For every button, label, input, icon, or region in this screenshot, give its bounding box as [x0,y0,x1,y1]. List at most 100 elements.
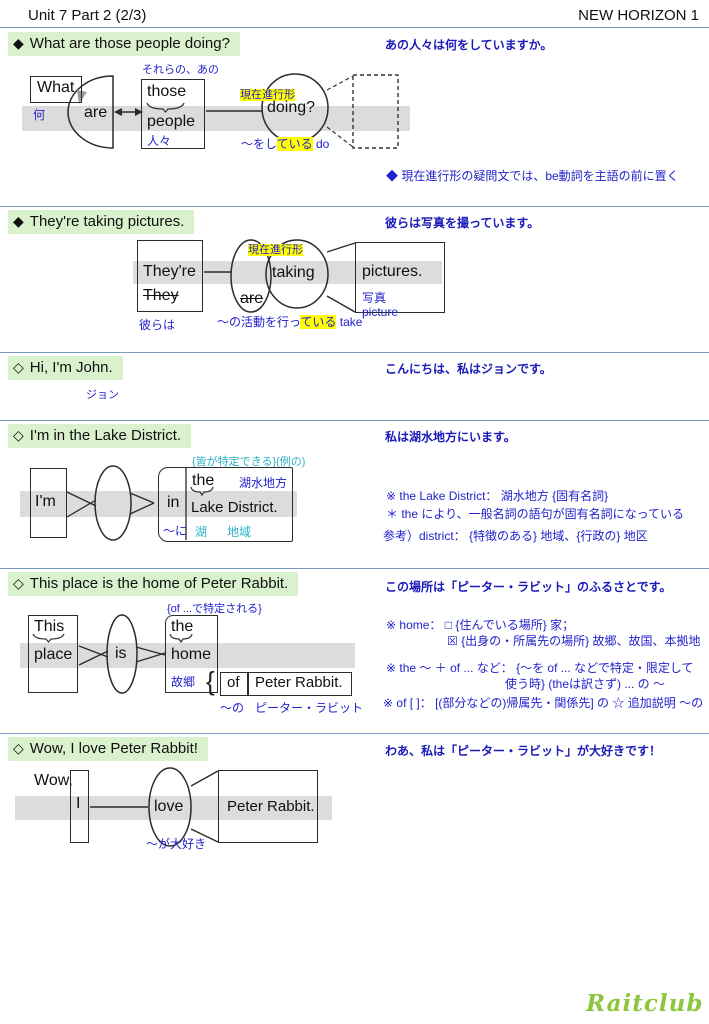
s2-funnel-bottom [326,295,356,313]
s6-peter-word: Peter Rabbit. [227,798,315,815]
s5-peter-box: Peter Rabbit. [248,672,352,696]
s5-note-2: ※ the ～ ＋ of ... など： {～を of ... などで特定・限定… [386,661,694,675]
s6-band [15,796,332,820]
s2-band [133,261,442,284]
separator [0,27,709,28]
s2-progressive-tag: 現在進行形 [248,244,303,256]
s5-top-annotation: {of ...で特定される} [167,603,262,615]
s4-lake-district-word: Lake District. [191,499,278,516]
s1-heading-text: What are those people doing? [29,35,230,52]
s5-place-word: place [34,646,73,663]
s3-john-annotation: ジョン [86,389,119,401]
s4-in-annotation: ～に [163,524,188,538]
s2-picture-word: picture [362,305,399,319]
s4-link-d [129,502,155,515]
s2-theyre-box: They're They [137,240,203,312]
page-title: Unit 7 Part 2 (2/3) [28,7,147,24]
diamond-filled-icon: ◆ [13,213,24,229]
s1-arrowhead-right [135,108,143,116]
s5-the-word: the [171,618,194,635]
separator [0,568,709,569]
s1-doing-word: doing? [267,99,316,116]
s4-district-word-annotation: 地域 [227,525,252,539]
s5-underbrace-the [169,633,193,644]
s2-taking-ellipse [265,239,329,309]
s5-is-word: is [115,645,127,662]
s1-are-word: are [84,104,108,121]
s1-what-word: What [37,79,75,96]
s6-heading-text: Wow, I love Peter Rabbit! [29,740,198,757]
s5-band [20,643,355,668]
diamond-filled-icon: ◆ [13,35,24,51]
s4-underbrace-the [190,486,214,497]
s4-in-word: in [167,494,180,511]
s5-of-box: of [220,672,248,696]
s4-link-a [66,491,97,507]
s2-pictures-box: pictures. 写真 picture [355,242,445,319]
s2-are-word-struck: are [240,290,264,307]
s5-home-annotation: 故郷 [171,675,196,689]
s5-underbrace-this [32,633,65,643]
s5-brace-glyph: { [206,666,215,696]
s6-love-annotation: ～が大好き [146,837,207,851]
s5-the-home-box: the home 故郷 [165,615,218,693]
s2-pictures-word: pictures. [362,263,423,280]
s1-heading: ◆ What are those people doing? [8,32,240,56]
s5-note-3: ※ of [ ]： [(部分などの)帰属先・関係先] の ☆ 追加説明 ～の [383,696,704,710]
s4-link-b [66,499,97,518]
s3-heading: ◇ Hi, I'm John. [8,356,123,380]
s1-dashed-box [352,74,399,149]
s1-those-word: those [147,83,187,100]
s1-underbrace-those [146,102,185,113]
s4-the-word: the [192,472,215,489]
s5-peter-word: Peter Rabbit. [255,674,343,691]
s4-link-c [129,492,155,504]
s2-theyre-word: They're [143,263,196,280]
s6-love-ellipse [148,767,192,847]
s2-funnel-top [326,242,356,253]
s4-heading: ◇I'm in the Lake District. [8,424,192,448]
s5-note-1b: ☒ {出身の・所属先の場所} 故郷、故国、本拠地 [447,634,701,648]
s4-lake-annotation: 湖水地方 [239,476,288,490]
s4-im-box: I'm [30,468,67,538]
s4-lake-word-annotation: 湖 [195,525,208,539]
s5-of-annotation: ～の [220,701,245,715]
s2-pictures-annotation: 写真 [362,291,387,305]
separator [0,420,709,421]
s6-peter-box: Peter Rabbit. [218,770,318,843]
s6-translation: わあ、私は「ピーター・ラビット」が大好きです！ [385,744,662,758]
s5-link-d [135,652,166,663]
s4-lake-district-box: in ～に the 湖水地方 Lake District. 湖 地域 [158,467,293,542]
diamond-outline-icon: ◇ [13,359,24,375]
s3-heading-text: Hi, I'm John. [29,359,113,376]
s4-note-3: 参考）district： {特徴のある} 地域、{行政の} 地区 [383,529,648,543]
s1-people-annotation: 人々 [147,134,172,148]
s5-link-a [78,645,109,658]
s6-i-box: I [70,770,89,843]
diamond-outline-icon: ◇ [13,740,24,756]
s4-note-1: ※ the Lake District： 湖水地方 {固有名詞} [386,489,609,503]
s2-taking-annotation: ～の活動を行っている take [217,315,363,329]
s1-those-annotation: それらの、あの [142,64,219,76]
s1-grammar-note: ◆ 現在進行形の疑問文では、be動詞を主語の前に置く [386,169,679,183]
s5-note-2b: 使う時} (theは訳さず) ... の ～ [505,677,666,691]
s1-are-semicircle [67,75,114,149]
s4-heading-text: I'm in the Lake District. [29,427,182,444]
s1-band [22,106,410,131]
s2-heading-text: They're taking pictures. [29,213,185,230]
s5-this-place-box: This place [28,615,78,693]
s5-link-c [135,646,166,656]
s5-home-word: home [171,646,212,663]
s1-those-people-box: those people 人々 [141,79,205,149]
textbook-name: NEW HORIZON 1 [578,7,699,24]
s2-they-word-struck: They [143,287,179,304]
s5-is-ellipse [106,614,138,694]
s5-note-1: ※ home： □ {住んでいる場所} 家； [386,618,575,632]
s1-progressive-tag: 現在進行形 [240,89,295,101]
s1-arrowhead-left [114,108,122,116]
separator [0,206,709,207]
s4-note-2: ＊ the により、一般名詞の語句が固有名詞になっている [386,507,685,521]
s1-people-word: people [147,113,196,130]
s5-heading-text: This place is the home of Peter Rabbit. [29,575,289,592]
